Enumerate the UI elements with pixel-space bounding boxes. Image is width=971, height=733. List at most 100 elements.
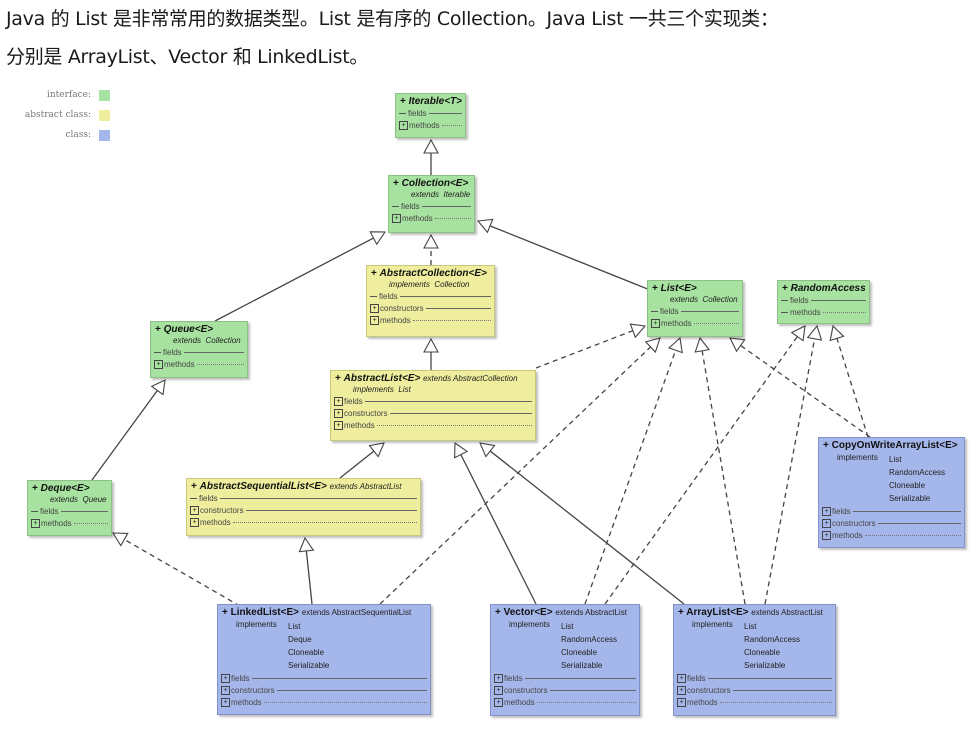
constructors-section[interactable]: +constructors	[819, 517, 964, 529]
node-list[interactable]: + List<E> extends Collection fields +met…	[647, 280, 743, 337]
fields-section[interactable]: +fields	[491, 672, 639, 684]
expand-icon[interactable]: +	[822, 506, 831, 516]
expand-icon[interactable]: +	[31, 518, 40, 528]
hollow-arrowhead-icon	[150, 379, 166, 396]
edge-line	[123, 538, 241, 607]
methods-section[interactable]: +methods	[674, 696, 835, 708]
constructors-section[interactable]: +constructors	[187, 504, 420, 516]
legend-label: interface:	[46, 90, 91, 100]
fields-section: fields	[778, 294, 869, 306]
hollow-arrowhead-icon	[629, 323, 647, 339]
legend-label: abstract class:	[24, 110, 91, 120]
edge-line	[214, 237, 374, 322]
edge-line	[584, 350, 677, 605]
fields-section: fields	[648, 305, 742, 317]
constructors-section[interactable]: +constructors	[331, 407, 535, 419]
expand-icon[interactable]: +	[334, 408, 343, 418]
node-name: Deque<E>	[40, 483, 90, 494]
expand-icon[interactable]: +	[651, 318, 660, 328]
node-deque[interactable]: + Deque<E> extends Queue fields +methods	[27, 480, 112, 536]
hollow-arrowhead-icon	[454, 441, 469, 459]
fields-section[interactable]: +fields	[819, 505, 964, 517]
fields-section[interactable]: +fields	[674, 672, 835, 684]
methods-section[interactable]: +methods	[819, 529, 964, 541]
constructors-section[interactable]: +constructors	[367, 302, 494, 314]
expand-icon[interactable]: +	[677, 673, 686, 683]
expand-icon[interactable]: +	[370, 315, 379, 325]
fields-section: fields	[389, 200, 474, 212]
node-name: CopyOnWriteArrayList<E>	[831, 440, 958, 451]
expand-icon[interactable]: +	[392, 213, 401, 223]
constructors-section[interactable]: +constructors	[674, 684, 835, 696]
node-array-list[interactable]: + ArrayList<E> extends AbstractList impl…	[673, 604, 836, 716]
node-name: AbstractList<E>	[343, 373, 421, 384]
expand-icon[interactable]: +	[677, 697, 686, 707]
edge-collection-extends-iterable	[423, 138, 439, 175]
edge-array-list-implements-random-access	[764, 324, 823, 605]
hollow-arrowhead-icon	[368, 442, 385, 458]
expand-icon[interactable]: +	[334, 396, 343, 406]
hollow-arrowhead-icon	[694, 336, 711, 353]
legend-item-interface: interface:	[1, 88, 110, 102]
fields-section[interactable]: +fields	[331, 395, 535, 407]
methods-section[interactable]: +methods	[218, 696, 430, 708]
edge-queue-extends-collection	[214, 231, 387, 322]
methods-section[interactable]: +methods	[331, 419, 535, 431]
methods-section[interactable]: +methods	[491, 696, 639, 708]
legend-label: class:	[65, 130, 91, 140]
node-vector[interactable]: + Vector<E> extends AbstractList impleme…	[490, 604, 640, 716]
hollow-arrowhead-icon	[479, 442, 496, 458]
methods-section[interactable]: +methods	[151, 358, 247, 370]
methods-section[interactable]: +methods	[187, 516, 420, 528]
methods-section[interactable]: +methods	[648, 317, 742, 329]
intro-line-1: Java 的 List 是非常常用的数据类型。List 是有序的 Collect…	[6, 8, 779, 30]
edge-line	[91, 390, 158, 481]
hollow-arrowhead-icon	[298, 536, 315, 553]
hollow-arrowhead-icon	[423, 233, 439, 249]
expand-icon[interactable]: +	[677, 685, 686, 695]
legend-item-abstract-class: abstract class:	[1, 108, 110, 122]
hollow-arrowhead-icon	[729, 337, 746, 353]
node-abstract-sequential-list[interactable]: + AbstractSequentialList<E> extends Abst…	[186, 478, 421, 536]
expand-icon[interactable]: +	[494, 697, 503, 707]
expand-icon[interactable]: +	[190, 505, 199, 515]
methods-section[interactable]: +methods	[396, 119, 465, 131]
constructors-section[interactable]: +constructors	[218, 684, 430, 696]
legend-swatch-abstract-class	[99, 109, 110, 121]
fields-section[interactable]: +fields	[218, 672, 430, 684]
expand-icon[interactable]: +	[221, 685, 230, 695]
edge-abstract-sequential-list-extends-abstract-list	[339, 442, 385, 479]
expand-icon[interactable]: +	[154, 359, 163, 369]
node-random-access[interactable]: + RandomAccess fields methods	[777, 280, 870, 324]
node-collection[interactable]: + Collection<E> extends Iterable fields …	[388, 175, 475, 233]
expand-icon[interactable]: +	[822, 530, 831, 540]
expand-icon[interactable]: +	[190, 517, 199, 527]
node-abstract-collection[interactable]: + AbstractCollection<E> implements Colle…	[366, 265, 495, 337]
expand-icon[interactable]: +	[221, 673, 230, 683]
node-name: AbstractSequentialList<E>	[199, 481, 327, 492]
methods-section[interactable]: +methods	[28, 517, 111, 529]
node-linked-list[interactable]: + LinkedList<E> extends AbstractSequenti…	[217, 604, 431, 715]
node-abstract-list[interactable]: + AbstractList<E> extends AbstractCollec…	[330, 370, 536, 441]
expand-icon[interactable]: +	[221, 697, 230, 707]
methods-section[interactable]: +methods	[389, 212, 474, 224]
node-name: ArrayList<E>	[686, 607, 749, 618]
edge-line	[701, 350, 746, 605]
methods-section[interactable]: +methods	[367, 314, 494, 326]
expand-icon[interactable]: +	[494, 685, 503, 695]
expand-icon[interactable]: +	[334, 420, 343, 430]
expand-icon[interactable]: +	[370, 303, 379, 313]
edge-vector-implements-list	[584, 336, 683, 605]
expand-icon[interactable]: +	[494, 673, 503, 683]
edge-copy-on-write-implements-list	[729, 337, 871, 438]
expand-icon[interactable]: +	[399, 120, 408, 130]
node-iterable[interactable]: + Iterable<T> fields +methods	[395, 93, 466, 138]
expand-icon[interactable]: +	[822, 518, 831, 528]
hollow-arrowhead-icon	[111, 532, 129, 547]
node-name: List<E>	[660, 283, 697, 294]
edge-line	[836, 338, 869, 438]
node-queue[interactable]: + Queue<E> extends Collection fields +me…	[150, 321, 248, 378]
constructors-section[interactable]: +constructors	[491, 684, 639, 696]
node-copy-on-write-array-list[interactable]: + CopyOnWriteArrayList<E> implements Lis…	[818, 437, 965, 548]
